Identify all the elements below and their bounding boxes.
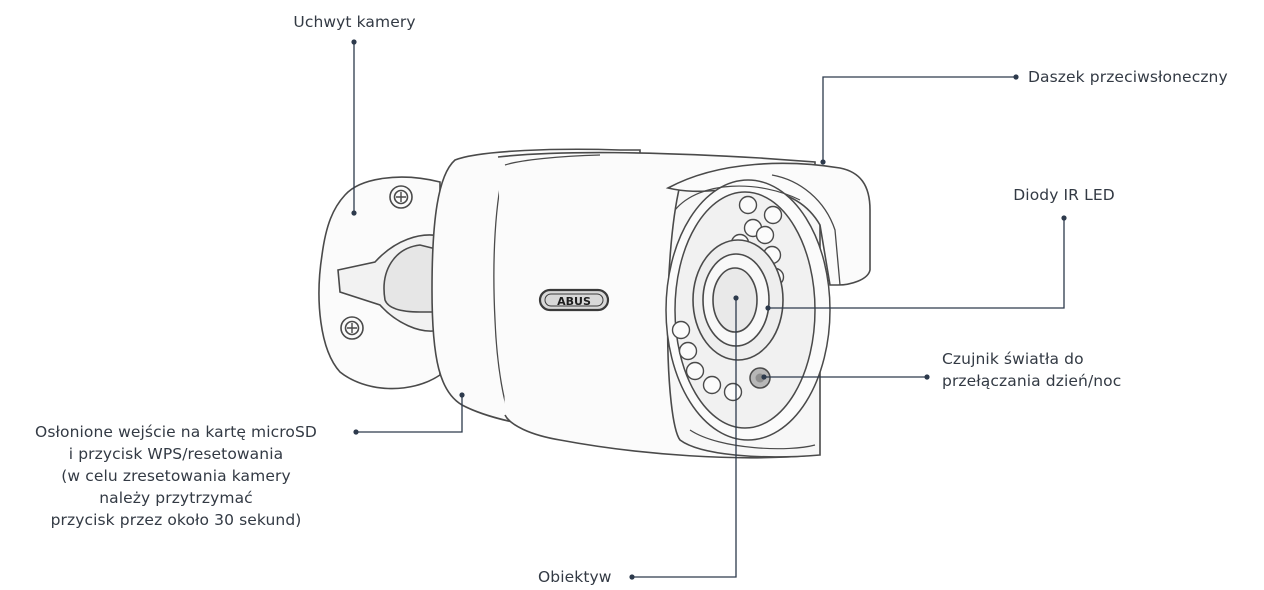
label-sd-slot-line-1: Osłonione wejście na kartę microSD [35, 423, 317, 441]
label-camera-mount: Uchwyt kamery [282, 11, 427, 33]
label-ir-leds: Diody IR LED [1000, 184, 1128, 206]
label-sd-slot: Osłonione wejście na kartę microSD i prz… [4, 421, 348, 531]
leader-sun-shield [822, 76, 1016, 162]
label-lens-text: Obiektyw [538, 568, 612, 586]
label-lens: Obiektyw [538, 566, 612, 588]
screw-bottom [340, 316, 364, 340]
label-sd-slot-line-2: i przycisk WPS/resetowania [68, 445, 284, 463]
screw-top [389, 185, 413, 209]
lens [692, 239, 784, 361]
label-sun-shield: Daszek przeciwsłoneczny [1028, 66, 1228, 88]
abus-logo: ABUS [538, 288, 610, 312]
leader-lens [632, 298, 737, 578]
label-camera-mount-text: Uchwyt kamery [293, 13, 416, 31]
abus-logo-text: ABUS [557, 295, 591, 308]
label-light-sensor-line-1: Czujnik światła do [942, 350, 1084, 368]
label-sun-shield-text: Daszek przeciwsłoneczny [1028, 68, 1228, 86]
leader-sd-slot [356, 395, 463, 433]
label-sd-slot-line-3: (w celu zresetowania kamery [61, 467, 291, 485]
label-sd-slot-line-4: należy przytrzymać [99, 489, 253, 507]
ir-led-array [671, 195, 785, 402]
light-sensor [749, 367, 771, 389]
label-sd-slot-line-5: przycisk przez około 30 sekund) [50, 511, 302, 529]
label-ir-leds-text: Diody IR LED [1013, 186, 1115, 204]
wall-mount [318, 176, 441, 390]
leader-dots [351, 39, 1067, 580]
leader-ir-leds [768, 218, 1065, 309]
label-light-sensor: Czujnik światła do przełączania dzień/no… [942, 348, 1121, 392]
leader-lines [353, 42, 1065, 578]
label-light-sensor-line-2: przełączania dzień/noc [942, 372, 1122, 390]
